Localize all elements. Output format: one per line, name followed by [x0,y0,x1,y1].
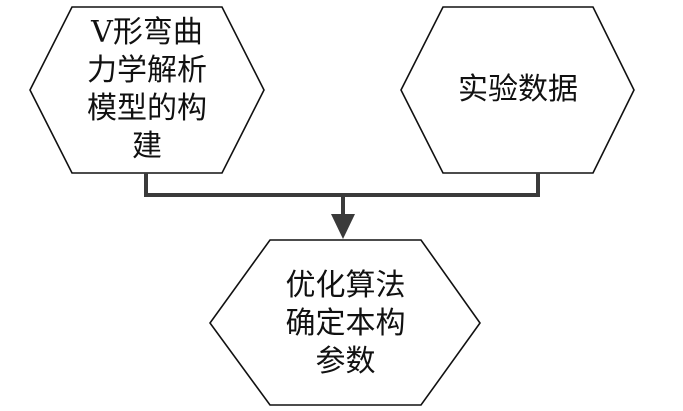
node-optimize-line-2: 确定本构 [270,305,421,343]
node-model-line-3: 模型的构 [72,90,222,128]
node-optimize-line-1: 优化算法 [270,267,421,305]
node-model-line-2: 力学解析 [72,52,222,90]
node-model-line-4: 建 [72,128,222,166]
node-model-line-1: V形弯曲 [72,14,222,52]
edge-experiment-to-merge [343,173,538,195]
node-experiment-label: 实验数据 [443,71,593,109]
arrowhead-icon [331,214,355,239]
node-experiment-line-1: 实验数据 [443,71,593,109]
node-optimize-line-3: 参数 [270,343,421,381]
edge-model-to-merge [146,173,343,195]
node-optimize-label: 优化算法 确定本构 参数 [270,267,421,381]
node-model-label: V形弯曲 力学解析 模型的构 建 [72,14,222,166]
